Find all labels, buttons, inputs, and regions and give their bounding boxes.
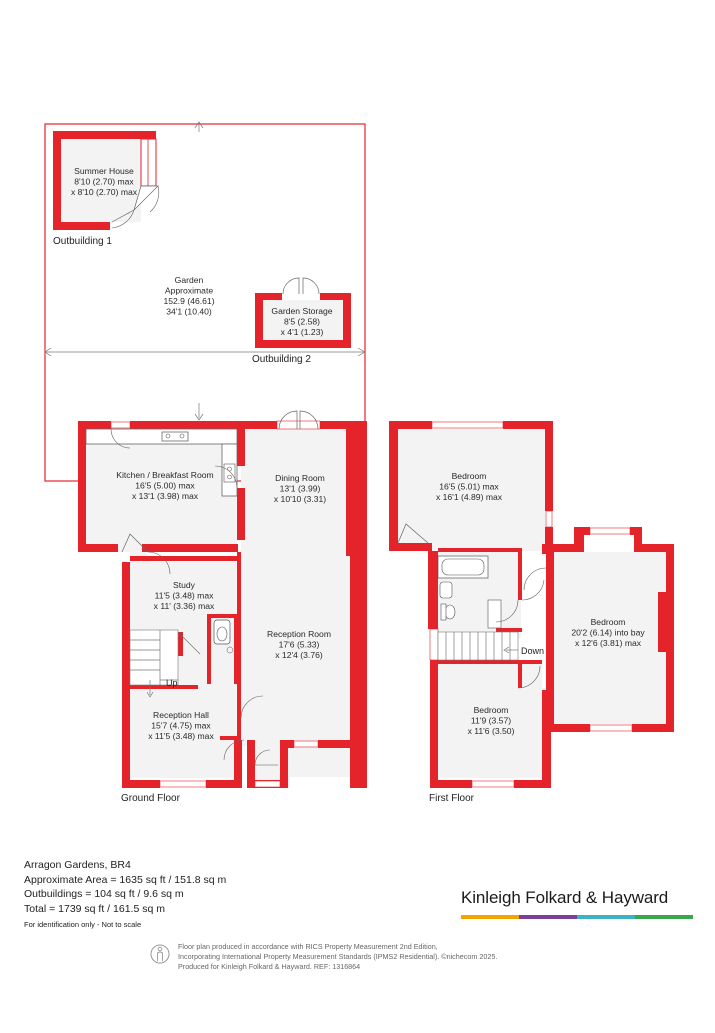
room-label-line: Summer House bbox=[74, 166, 134, 176]
stairs-up-label: Up bbox=[166, 678, 178, 688]
room-label-line: x 8'10 (2.70) max bbox=[71, 187, 138, 197]
area-summary: Arragon Gardens, BR4 Approximate Area = … bbox=[24, 858, 226, 933]
address: Arragon Gardens, BR4 bbox=[24, 859, 131, 871]
room-label-line: 13'1 (3.99) bbox=[280, 484, 321, 494]
room-label-line: 15'7 (4.75) max bbox=[151, 721, 211, 731]
outbuilding-1-label: Outbuilding 1 bbox=[53, 236, 112, 247]
room-label-line: x 4'1 (1.23) bbox=[281, 327, 324, 337]
room-label-line: Garden Storage bbox=[271, 306, 332, 316]
room-label-line: x 11' (3.36) max bbox=[154, 601, 215, 611]
brand-bar-segment bbox=[577, 915, 635, 919]
disclaimer-line-3: Produced for Kinleigh Folkard & Hayward.… bbox=[178, 962, 361, 971]
brand-bar-segment bbox=[519, 915, 577, 919]
approximate-area: Approximate Area = 1635 sq ft / 151.8 sq… bbox=[24, 873, 227, 886]
room-label-line: Study bbox=[173, 580, 196, 590]
first-floor-label: First Floor bbox=[429, 793, 475, 804]
room-label-line: 11'5 (3.48) max bbox=[155, 591, 215, 601]
room-label-line: x 16'1 (4.89) max bbox=[436, 492, 503, 502]
room-label-line: 8'5 (2.58) bbox=[284, 317, 320, 327]
agent-name: Kinleigh Folkard & Hayward bbox=[461, 888, 669, 907]
room-label-line: Bedroom bbox=[591, 617, 626, 627]
room-label-line: x 10'10 (3.31) bbox=[274, 494, 326, 504]
room-label-line: x 11'5 (3.48) max bbox=[148, 731, 214, 741]
outbuilding-2-label: Outbuilding 2 bbox=[252, 354, 311, 365]
disclaimer-line-2: Incorporating International Property Mea… bbox=[178, 952, 498, 961]
summer-house bbox=[53, 131, 160, 230]
room-label-line: 11'9 (3.57) bbox=[471, 716, 511, 726]
room-label-line: 16'5 (5.00) max bbox=[135, 481, 195, 491]
garden-storage bbox=[255, 277, 351, 348]
room-label-line: x 13'1 (3.98) max bbox=[132, 491, 199, 501]
agent-logo: Kinleigh Folkard & Hayward bbox=[461, 888, 693, 919]
room-label-line: Bedroom bbox=[474, 705, 509, 715]
total-area: Total = 1739 sq ft / 161.5 sq m bbox=[24, 902, 165, 915]
stairs-down-label: Down bbox=[521, 646, 544, 656]
person-in-circle-icon bbox=[150, 944, 170, 964]
room-label-line: 16'5 (5.01) max bbox=[439, 482, 499, 492]
room-label-line: x 11'6 (3.50) bbox=[468, 726, 515, 736]
brand-bar-segment bbox=[635, 915, 693, 919]
room-label-line: Kitchen / Breakfast Room bbox=[116, 470, 213, 480]
room-label-line: 20'2 (6.14) into bay bbox=[571, 628, 645, 638]
first-floor bbox=[389, 421, 674, 788]
room-label-line: Approximate bbox=[165, 286, 213, 296]
room-label-line: x 12'6 (3.81) max bbox=[575, 638, 642, 648]
brand-color-bar bbox=[461, 915, 693, 919]
room-label-line: Bedroom bbox=[452, 471, 487, 481]
room-label-line: Dining Room bbox=[275, 473, 325, 483]
outbuildings-area: Outbuildings = 104 sq ft / 9.6 sq m bbox=[24, 888, 184, 900]
room-label-line: Reception Hall bbox=[153, 710, 209, 720]
disclaimer: Floor plan produced in accordance with R… bbox=[178, 942, 497, 972]
room-label-line: x 12'4 (3.76) bbox=[275, 650, 323, 660]
room-label-line: Reception Room bbox=[267, 629, 331, 639]
ground-floor bbox=[78, 410, 367, 788]
ground-stairs bbox=[129, 629, 201, 698]
identification-note: For identification only - Not to scale bbox=[24, 920, 142, 929]
room-label-line: 34'1 (10.40) bbox=[166, 307, 212, 317]
brand-bar-segment bbox=[461, 915, 519, 919]
ground-floor-label: Ground Floor bbox=[121, 793, 181, 804]
first-stairs bbox=[437, 631, 519, 661]
room-label-line: 152.9 (46.61) bbox=[163, 296, 214, 306]
disclaimer-line-1: Floor plan produced in accordance with R… bbox=[178, 942, 438, 951]
room-label-line: 8'10 (2.70) max bbox=[74, 177, 134, 187]
room-label-line: Garden bbox=[175, 275, 204, 285]
room-label-line: 17'6 (5.33) bbox=[279, 640, 320, 650]
